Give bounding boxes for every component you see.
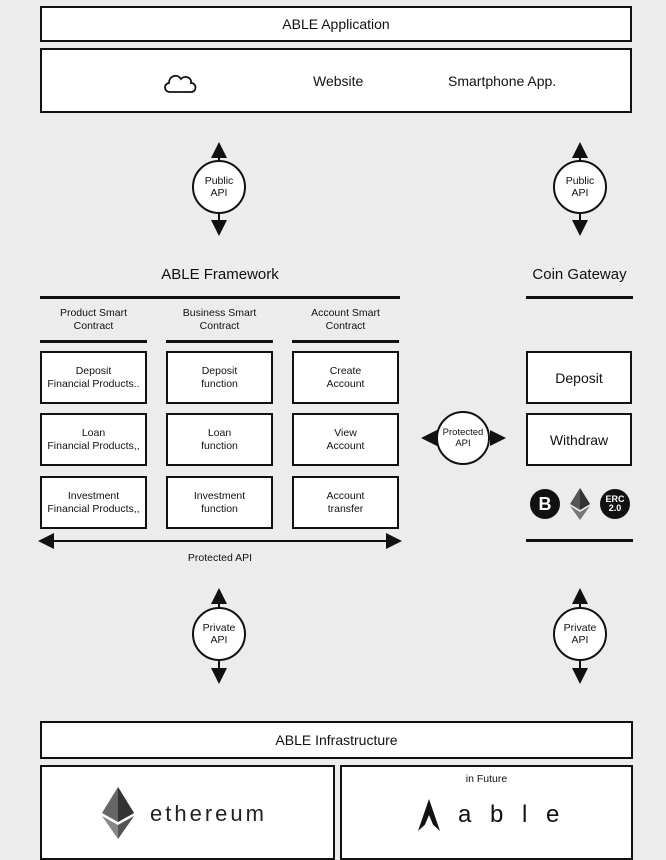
- ethereum-logo-icon: [102, 787, 134, 844]
- gateway-withdraw: Withdraw: [526, 413, 632, 466]
- ethereum-wordmark: ethereum: [150, 801, 267, 826]
- column-header-product: Product Smart Contract: [59, 307, 128, 332]
- able-wordmark: a b l e: [458, 801, 566, 828]
- gateway-bottom-divider: [526, 539, 633, 542]
- cell-deposit-financial-products: Deposit Financial Products..: [40, 351, 147, 404]
- cell-create-account: Create Account: [292, 351, 399, 404]
- public-api-right: Public API: [553, 160, 607, 214]
- cell-deposit-function: Deposit function: [166, 351, 273, 404]
- framework-divider: [40, 296, 400, 299]
- application-title: ABLE Application: [282, 16, 390, 32]
- application-platforms-box: Website Smartphone App.: [40, 48, 632, 113]
- ethereum-box: ethereum: [40, 765, 335, 860]
- smartphone-app-label: Smartphone App.: [448, 73, 557, 89]
- cell-investment-function: Investment function: [166, 476, 273, 529]
- private-api-right: Private API: [553, 607, 607, 661]
- ethereum-icon: [570, 488, 590, 525]
- in-future-label: in Future: [465, 773, 508, 785]
- cloud-icon: [162, 70, 198, 101]
- gateway-deposit-label: Deposit: [555, 369, 603, 386]
- gateway-deposit: Deposit: [526, 351, 632, 404]
- cell-loan-function: Loan function: [166, 413, 273, 466]
- framework-title: ABLE Framework: [161, 266, 279, 283]
- application-title-box: ABLE Application: [40, 6, 632, 42]
- cell-view-account: View Account: [292, 413, 399, 466]
- gateway-title: Coin Gateway: [532, 266, 627, 283]
- infrastructure-title: ABLE Infrastructure: [275, 732, 398, 748]
- cell-account-transfer: Account transfer: [292, 476, 399, 529]
- cell-investment-financial-products: Investment Financial Products,,: [40, 476, 147, 529]
- able-future-box: in Future a b l e: [340, 765, 633, 860]
- column-divider-business: [166, 340, 273, 343]
- erc20-icon: ERC 2.0: [600, 489, 630, 519]
- infrastructure-title-box: ABLE Infrastructure: [40, 721, 633, 759]
- protected-api-label: Protected API: [187, 552, 253, 564]
- column-header-account: Account Smart Contract: [311, 307, 380, 332]
- gateway-divider: [526, 296, 633, 299]
- cell-loan-financial-products: Loan Financial Products,,: [40, 413, 147, 466]
- bitcoin-icon: B: [530, 489, 560, 519]
- gateway-withdraw-label: Withdraw: [549, 431, 609, 448]
- public-api-left: Public API: [192, 160, 246, 214]
- column-divider-product: [40, 340, 147, 343]
- website-label: Website: [313, 73, 364, 89]
- column-header-business: Business Smart Contract: [182, 307, 257, 332]
- able-logo-icon: [416, 797, 442, 838]
- column-divider-account: [292, 340, 399, 343]
- protected-api-circle: Protected API: [436, 411, 490, 465]
- private-api-left: Private API: [192, 607, 246, 661]
